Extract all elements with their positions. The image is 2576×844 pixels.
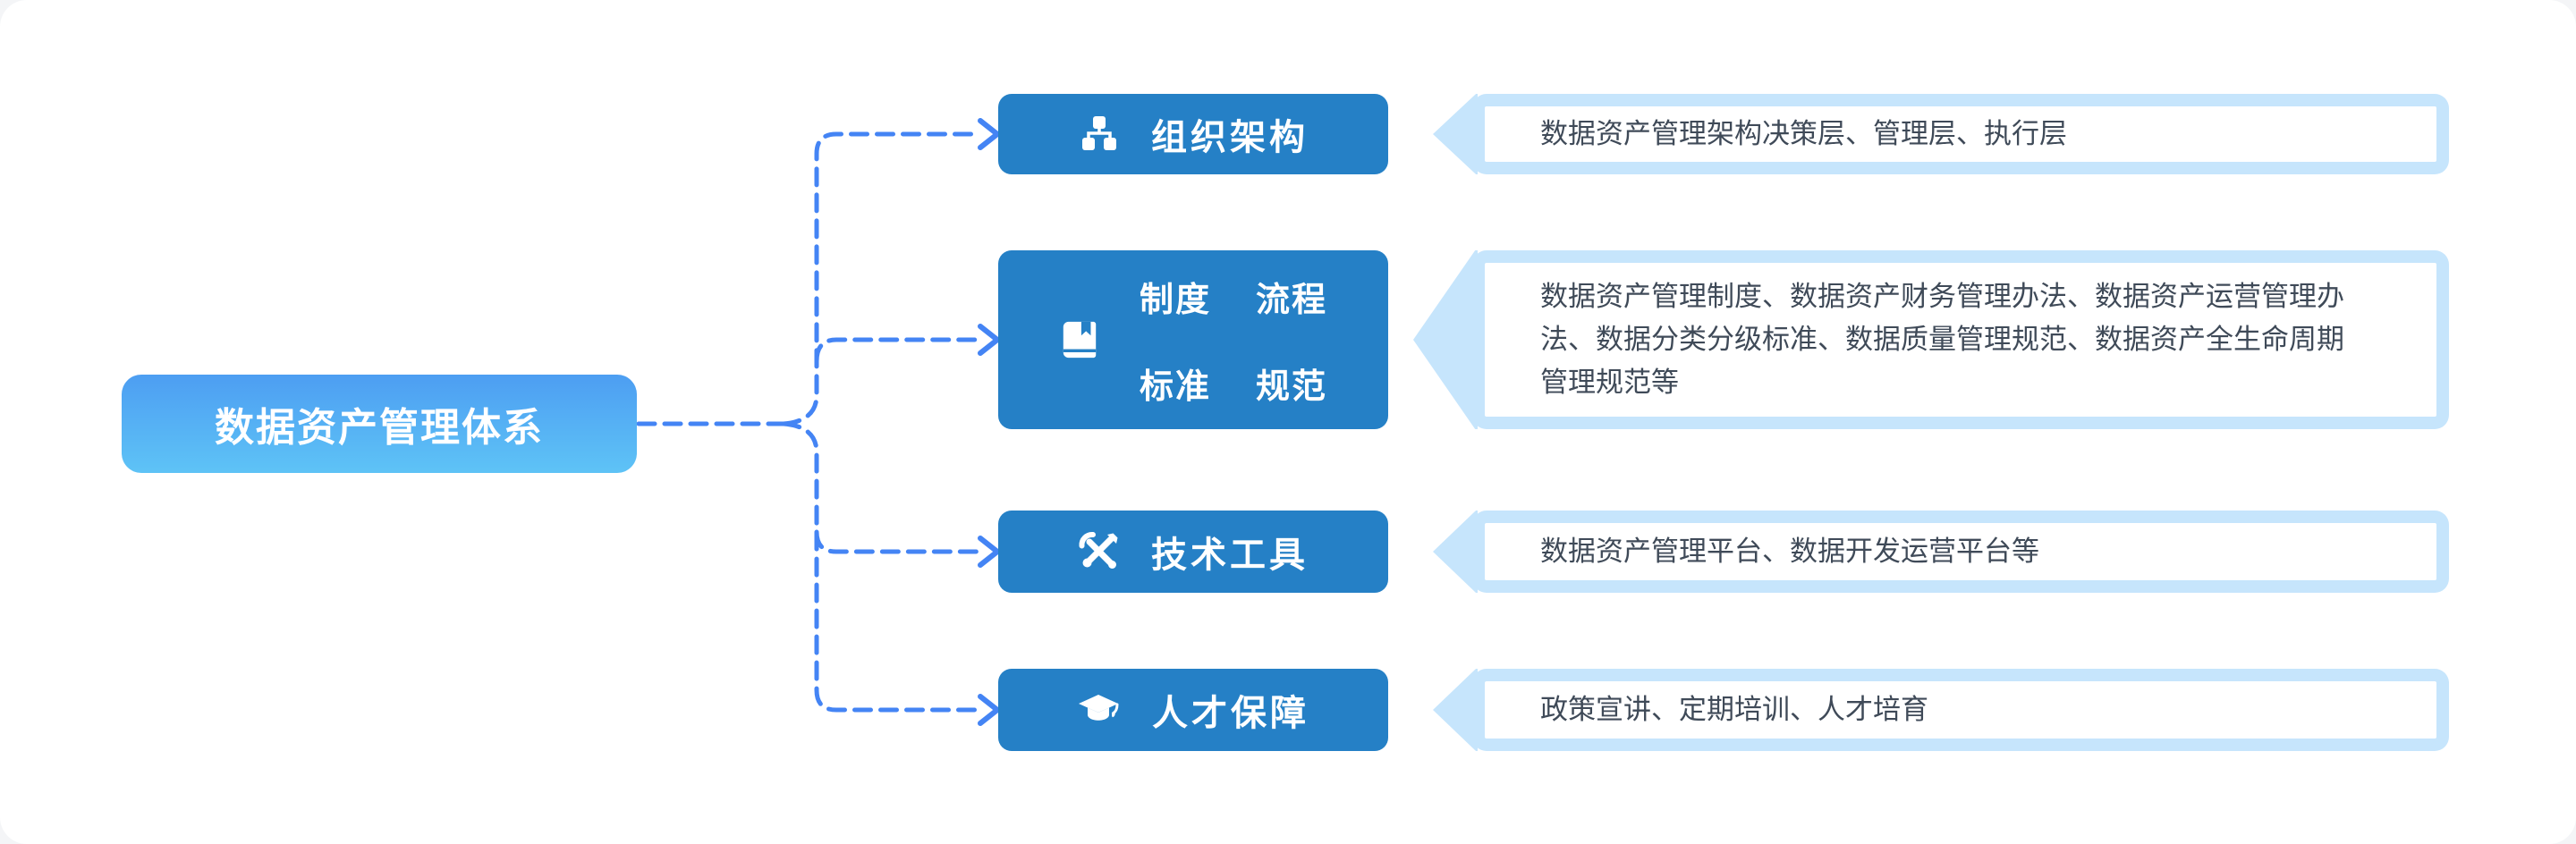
callout-inner: 数据资产管理制度、数据资产财务管理办法、数据资产运营管理办法、数据分类分级标准、… <box>1485 263 2436 417</box>
callout-bubble: 数据资产管理平台、数据开发运营平台等 <box>1472 511 2449 593</box>
branch-label: 组织架构 <box>1151 118 1309 157</box>
callout-organization: 数据资产管理架构决策层、管理层、执行层 <box>1433 94 2449 174</box>
branch-label: 流程 <box>1256 282 1328 319</box>
branch-node-tools: 技术工具 <box>998 511 1388 593</box>
arrowhead-icon <box>978 536 1000 568</box>
branch-label: 标准 <box>1139 368 1211 406</box>
callout-arrow-left-icon <box>1413 250 1478 429</box>
root-node-label: 数据资产管理体系 <box>215 406 544 450</box>
callout-tools: 数据资产管理平台、数据开发运营平台等 <box>1433 511 2449 593</box>
branch-node-talent: 人才保障 <box>998 669 1388 751</box>
callout-arrow-left-icon <box>1433 669 1478 751</box>
callout-arrow-left-icon <box>1433 511 1478 593</box>
callout-arrow-left-icon <box>1433 94 1478 174</box>
root-node: 数据资产管理体系 <box>122 375 637 473</box>
callout-description: 数据资产管理平台、数据开发运营平台等 <box>1540 536 2039 567</box>
callout-bubble: 数据资产管理制度、数据资产财务管理办法、数据资产运营管理办法、数据分类分级标准、… <box>1472 250 2449 429</box>
book-icon <box>1059 319 1100 360</box>
arrowhead-icon <box>978 694 1000 726</box>
graduation-cap-icon <box>1077 688 1122 731</box>
screwdriver-wrench-icon <box>1078 530 1121 573</box>
branch-label-grid: 制度 流程 标准 规范 <box>1140 272 1327 408</box>
branch-label: 人才保障 <box>1152 694 1309 733</box>
callout-inner: 政策宣讲、定期培训、人才培育 <box>1485 681 2436 738</box>
callout-inner: 数据资产管理架构决策层、管理层、执行层 <box>1485 106 2436 162</box>
branch-node-organization: 组织架构 <box>998 94 1388 174</box>
sitemap-icon <box>1078 113 1121 156</box>
callout-policies: 数据资产管理制度、数据资产财务管理办法、数据资产运营管理办法、数据分类分级标准、… <box>1413 250 2449 429</box>
callout-description: 数据资产管理架构决策层、管理层、执行层 <box>1540 118 2067 149</box>
callout-bubble: 政策宣讲、定期培训、人才培育 <box>1472 669 2449 751</box>
callout-description: 数据资产管理制度、数据资产财务管理办法、数据资产运营管理办法、数据分类分级标准、… <box>1540 281 2344 398</box>
callout-talent: 政策宣讲、定期培训、人才培育 <box>1433 669 2449 751</box>
callout-bubble: 数据资产管理架构决策层、管理层、执行层 <box>1472 94 2449 174</box>
arrowhead-icon <box>978 324 1000 356</box>
branch-label: 技术工具 <box>1151 536 1309 575</box>
branch-label: 制度 <box>1139 282 1211 319</box>
arrowhead-icon <box>978 118 1000 150</box>
branch-label: 规范 <box>1256 368 1328 406</box>
callout-description: 政策宣讲、定期培训、人才培育 <box>1540 694 1928 725</box>
branch-node-policies: 制度 流程 标准 规范 <box>998 250 1388 429</box>
callout-inner: 数据资产管理平台、数据开发运营平台等 <box>1485 523 2436 580</box>
